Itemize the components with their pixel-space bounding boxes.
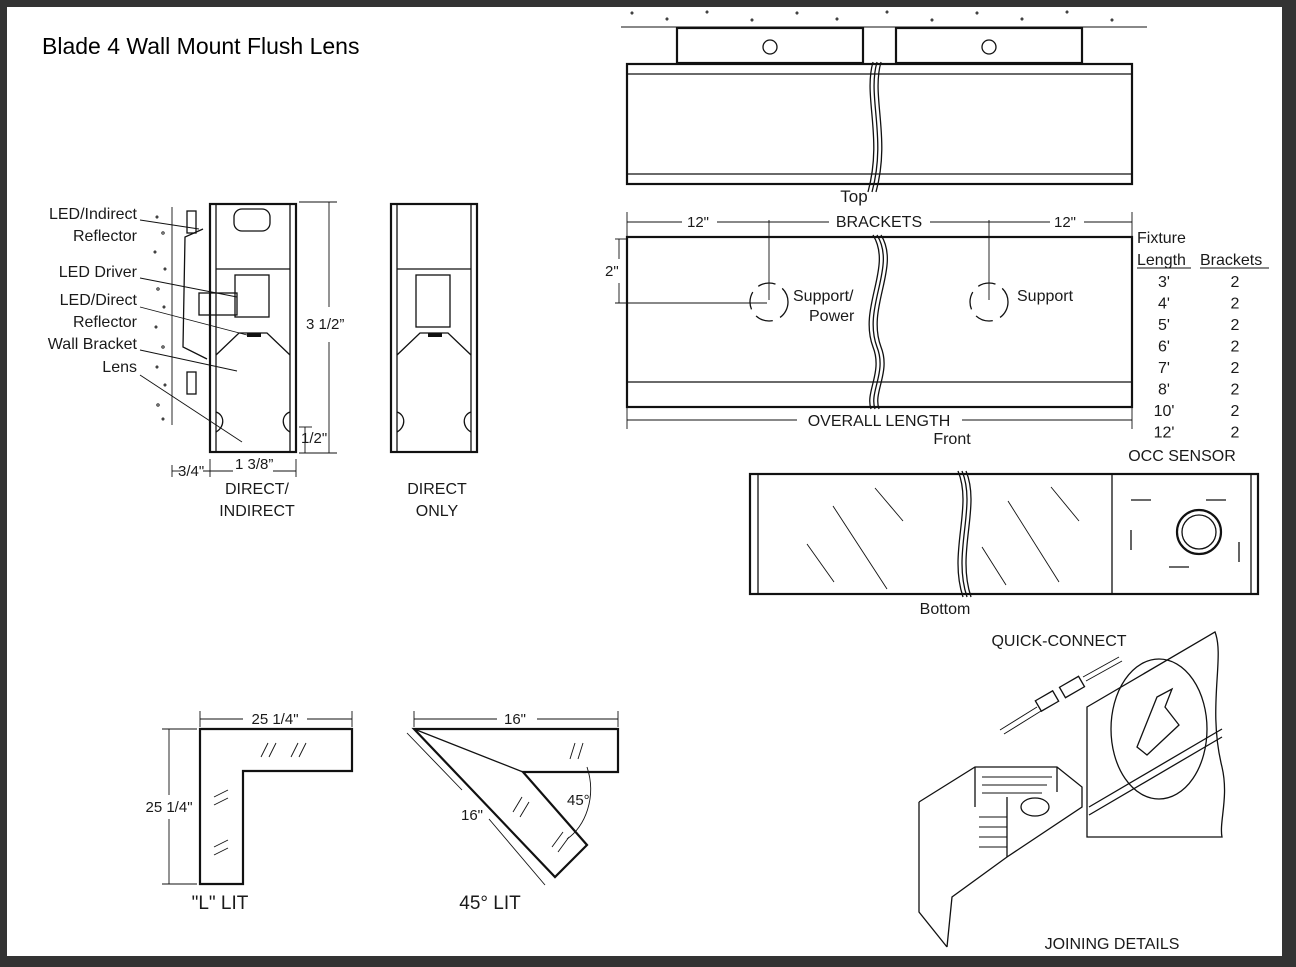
- table-cell-brackets: 2: [1231, 425, 1240, 442]
- front-dimension-lines: [615, 212, 1133, 429]
- quick-connect-label: QUICK-CONNECT: [991, 633, 1126, 650]
- section-direct-indirect: LED/Indirect Reflector LED Driver LED/Di…: [48, 201, 344, 520]
- table-cell-length: 3': [1158, 274, 1170, 291]
- dim-width: 1 3/8”: [235, 456, 273, 473]
- section-direct-only: DIRECT ONLY: [389, 202, 479, 520]
- direct-led: [247, 333, 261, 337]
- l-lit-dim-top: 25 1/4": [251, 711, 298, 728]
- housing-direct-only: [389, 202, 479, 454]
- wall-panel: [1086, 631, 1226, 838]
- top-view: Top: [621, 10, 1147, 206]
- joining-details-caption: JOINING DETAILS: [1045, 936, 1180, 953]
- technical-drawing: LED/Indirect Reflector LED Driver LED/Di…: [48, 10, 1269, 953]
- brackets-label: BRACKETS: [836, 214, 922, 231]
- front-view-label: Front: [933, 431, 971, 448]
- support-marker: [969, 282, 1009, 322]
- led-driver-box: [234, 274, 270, 318]
- corner-45-lit: 16" 16" 45° 45° LIT: [406, 711, 620, 914]
- occ-sensor-label: OCC SENSOR: [1128, 448, 1236, 465]
- caption-direct-indirect-2: INDIRECT: [219, 503, 295, 520]
- wall-bracket: [182, 228, 208, 360]
- ceiling-hatch: [630, 10, 1114, 22]
- table-cell-length: 7': [1158, 360, 1170, 377]
- overall-length-label: OVERALL LENGTH: [808, 413, 951, 430]
- label-led-direct-2: Reflector: [73, 314, 138, 331]
- caption-direct-only-1: DIRECT: [407, 481, 467, 498]
- dim-height: 3 1/2”: [306, 316, 344, 333]
- quick-connect-plug: [999, 656, 1123, 735]
- section-dimension-lines: [171, 201, 337, 477]
- label-led-indirect-1: LED/Indirect: [49, 206, 138, 223]
- table-cell-length: 6': [1158, 339, 1170, 356]
- table-cell-length: 8': [1158, 382, 1170, 399]
- table-cell-length: 5': [1158, 317, 1170, 334]
- top-bracket-left: [675, 26, 865, 65]
- lit45-dimension-lines: [406, 711, 619, 886]
- dim-front-right: 12": [1054, 214, 1076, 231]
- dim-wall-offset: 3/4": [178, 463, 204, 480]
- l-lit-dimension-lines: [162, 711, 353, 885]
- lit45-caption: 45° LIT: [459, 893, 521, 914]
- support-power-label-1: Support/: [793, 288, 854, 305]
- table-cell-brackets: 2: [1231, 360, 1240, 377]
- bottom-view-label: Bottom: [920, 601, 971, 618]
- caption-direct-only-2: ONLY: [416, 503, 459, 520]
- front-view: 12" BRACKETS 12" 2" Support/ Power Suppo…: [605, 212, 1134, 448]
- caption-direct-indirect-1: DIRECT/: [225, 481, 290, 498]
- bracket-table: Fixture Length Brackets 3' 2 4' 2 5' 2 6' 2 7' 2 8…: [1128, 230, 1269, 465]
- table-cell-brackets: 2: [1231, 403, 1240, 420]
- housing: [208, 202, 298, 454]
- joining-details: QUICK-CONNECT: [918, 631, 1226, 953]
- corner-l-lit: 25 1/4" 25 1/4" "L" LIT: [145, 711, 354, 914]
- wall-hatch: [153, 207, 173, 425]
- drawing-sheet: Blade 4 Wall Mount Flush Lens: [7, 7, 1282, 956]
- indirect-led: [233, 208, 271, 232]
- label-wall-bracket: Wall Bracket: [48, 336, 138, 353]
- table-rows: 3' 2 4' 2 5' 2 6' 2 7' 2 8' 2 10' 2 12' 2: [1154, 274, 1240, 442]
- dim-lip: 1/2": [301, 430, 327, 447]
- lit45-dim-top: 16": [504, 711, 526, 728]
- table-cell-brackets: 2: [1231, 296, 1240, 313]
- label-led-indirect-2: Reflector: [73, 228, 138, 245]
- occ-sensor: [1175, 508, 1223, 556]
- top-bracket-right: [894, 26, 1084, 65]
- dim-front-vertical: 2": [605, 263, 619, 280]
- leader-lines: [139, 219, 248, 443]
- label-led-direct-1: LED/Direct: [60, 292, 138, 309]
- label-led-driver: LED Driver: [59, 264, 138, 281]
- top-fixture: [625, 62, 1134, 186]
- table-header-fixture: Fixture: [1137, 230, 1186, 247]
- top-view-label: Top: [840, 187, 867, 206]
- table-header-brackets: Brackets: [1200, 252, 1262, 269]
- fixture-body: [918, 766, 1083, 948]
- table-cell-brackets: 2: [1231, 339, 1240, 356]
- dim-front-left: 12": [687, 214, 709, 231]
- bottom-fixture: [748, 472, 1260, 596]
- l-lit-caption: "L" LIT: [192, 893, 249, 914]
- support-power-marker: [749, 282, 789, 322]
- support-power-label-2: Power: [809, 308, 855, 325]
- l-lit-shape: [198, 727, 354, 886]
- lit45-dim-side: 16": [461, 807, 483, 824]
- table-header-length: Length: [1137, 252, 1186, 269]
- screw-bottom: [186, 371, 197, 395]
- table-cell-brackets: 2: [1231, 317, 1240, 334]
- table-cell-brackets: 2: [1231, 274, 1240, 291]
- label-lens: Lens: [102, 359, 137, 376]
- table-cell-length: 4': [1158, 296, 1170, 313]
- l-lit-dim-side: 25 1/4": [145, 799, 192, 816]
- detail-bubble: [1110, 658, 1208, 800]
- table-cell-brackets: 2: [1231, 382, 1240, 399]
- screw-top: [186, 210, 197, 234]
- bottom-view: Bottom: [748, 470, 1260, 618]
- table-cell-length: 12': [1154, 425, 1175, 442]
- lens-glare-marks: [806, 486, 1080, 590]
- support-label: Support: [1017, 288, 1074, 305]
- lit45-angle: 45°: [567, 792, 590, 809]
- table-cell-length: 10': [1154, 403, 1175, 420]
- page-title: Blade 4 Wall Mount Flush Lens: [42, 33, 360, 59]
- front-fixture: [625, 235, 1134, 409]
- angle-arc: [566, 766, 591, 840]
- sensor-outline: [1130, 499, 1240, 568]
